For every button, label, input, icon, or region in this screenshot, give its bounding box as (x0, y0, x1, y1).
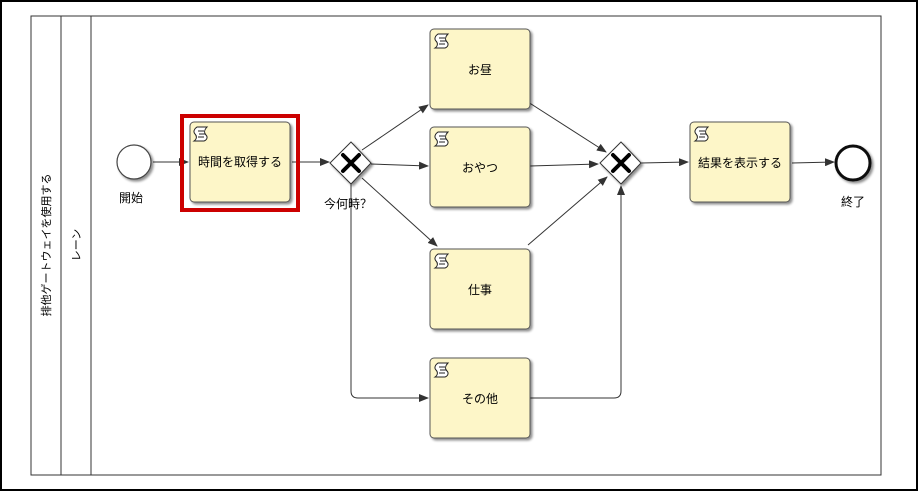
task-other[interactable]: その他 (429, 357, 531, 439)
flow-work-to-merge[interactable] (527, 176, 608, 246)
end-event[interactable]: 終了 (834, 144, 872, 209)
task-box[interactable] (689, 121, 791, 203)
gateway-merge[interactable] (599, 141, 642, 185)
script-task-icon (434, 362, 449, 378)
flow-lunch-to-merge[interactable] (527, 101, 607, 153)
script-task-icon (434, 131, 449, 147)
task-label: お昼 (468, 63, 492, 77)
start-event-circle[interactable] (116, 144, 152, 180)
task-label: おやつ (462, 161, 498, 175)
task-get-time[interactable]: 時間を取得する (180, 114, 300, 212)
pool-label: 排他ゲートウェイを使用する (39, 174, 53, 317)
flow-merge-to-show-result[interactable] (640, 158, 689, 167)
flow-split-to-snack[interactable] (370, 161, 429, 170)
end-event-label: 終了 (841, 194, 865, 209)
flow-split-to-lunch[interactable] (361, 104, 429, 151)
end-event-circle[interactable] (834, 144, 872, 182)
flow-snack-to-merge[interactable] (529, 160, 599, 169)
task-box[interactable] (429, 28, 531, 110)
script-task-icon (434, 253, 449, 269)
task-show-result[interactable]: 結果を表示する (689, 121, 791, 203)
script-task-icon (694, 126, 709, 142)
task-box[interactable] (189, 121, 291, 203)
script-task-icon (434, 33, 449, 49)
task-label: 結果を表示する (698, 156, 782, 170)
task-snack[interactable]: おやつ (429, 126, 531, 208)
script-task-icon (193, 126, 208, 142)
task-box[interactable] (429, 126, 531, 208)
flow-other-to-merge[interactable] (530, 185, 625, 399)
task-box[interactable] (429, 248, 531, 330)
task-label: 時間を取得する (198, 154, 282, 169)
selection-highlight (180, 114, 300, 212)
gateway-split[interactable]: 今何時？ (324, 141, 372, 211)
task-label: 仕事 (468, 283, 492, 297)
exclusive-x-icon (341, 153, 361, 173)
flow-split-to-work[interactable] (361, 177, 438, 247)
flow-split-to-other[interactable] (350, 184, 429, 402)
task-lunch[interactable]: お昼 (429, 28, 531, 110)
sequence-flows (153, 101, 835, 402)
flow-show-result-to-end[interactable] (791, 158, 835, 167)
start-event-label: 開始 (119, 191, 143, 205)
task-label: その他 (462, 392, 498, 406)
gateway-split-label: 今何時？ (324, 196, 372, 211)
start-event[interactable]: 開始 (116, 144, 152, 205)
lane-label: レーン (70, 229, 83, 261)
task-box[interactable] (429, 357, 531, 439)
task-work[interactable]: 仕事 (429, 248, 531, 330)
exclusive-x-icon (611, 153, 631, 173)
